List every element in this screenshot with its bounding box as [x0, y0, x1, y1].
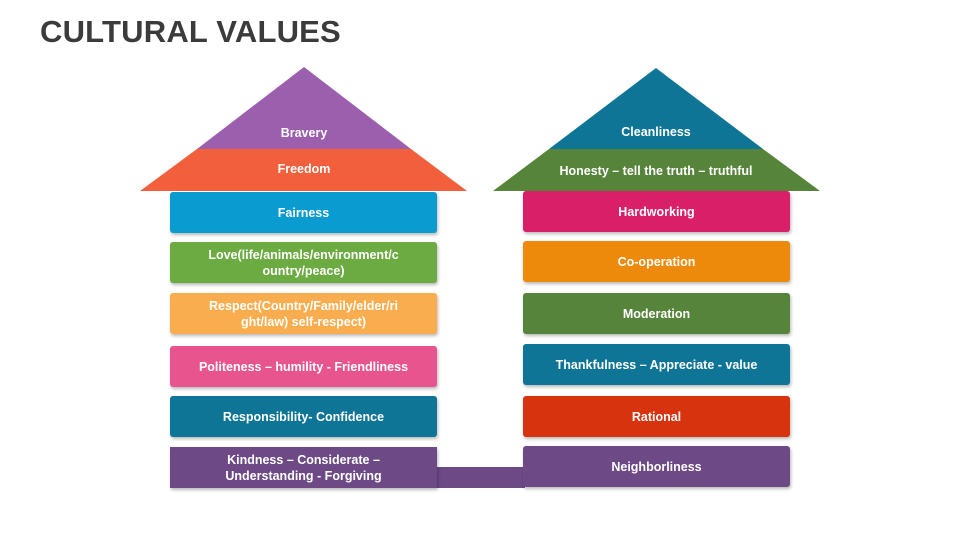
value-hardworking: Hardworking — [523, 191, 790, 232]
left-roof-top — [197, 67, 411, 149]
base-connector — [436, 467, 525, 488]
value-thankfulness: Thankfulness – Appreciate - value — [523, 344, 790, 385]
value-respect: Respect(Country/Family/elder/ri ght/law)… — [170, 293, 437, 334]
right-roof-band-label: Honesty – tell the truth – truthful — [559, 164, 753, 178]
value-rational: Rational — [523, 396, 790, 437]
value-moderation: Moderation — [523, 293, 790, 334]
value-cooperation: Co-operation — [523, 241, 790, 282]
value-love: Love(life/animals/environment/c ountry/p… — [170, 242, 437, 283]
value-fairness: Fairness — [170, 192, 437, 233]
right-roof-top — [549, 68, 763, 149]
page-title: CULTURAL VALUES — [40, 14, 341, 49]
value-responsibility: Responsibility- Confidence — [170, 396, 437, 437]
right-roof-band — [493, 149, 820, 191]
left-roof-band — [140, 149, 467, 191]
left-roof-top-label: Bravery — [280, 126, 328, 140]
value-politeness: Politeness – humility - Friendliness — [170, 346, 437, 387]
right-roof-top-label: Cleanliness — [621, 125, 691, 139]
value-kindness: Kindness – Considerate – Understanding -… — [170, 447, 437, 488]
left-roof-band-label: Freedom — [277, 162, 331, 176]
value-neighborliness: Neighborliness — [523, 446, 790, 487]
